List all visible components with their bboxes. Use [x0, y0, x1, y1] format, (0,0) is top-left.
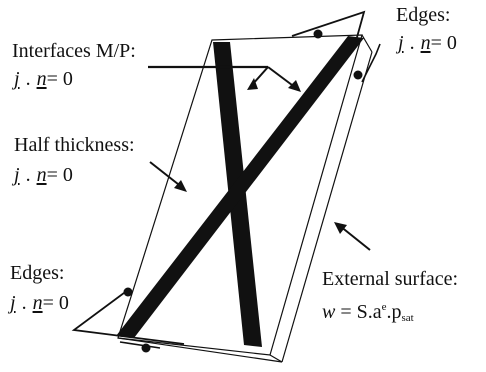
- external-surface-arrow: [339, 225, 371, 251]
- dot-operator: .: [409, 32, 415, 54]
- external-surface-arrowhead: [334, 222, 347, 234]
- dot-operator: .: [25, 68, 31, 90]
- normal-symbol: n: [36, 68, 47, 90]
- exponent-e: e: [381, 301, 387, 313]
- interfaces-label: Interfaces M/P:: [12, 40, 136, 62]
- water-content-symbol: w: [322, 301, 336, 323]
- prism-side-edge: [361, 34, 373, 53]
- flux-symbol: j: [398, 32, 404, 54]
- edge-dot-top-2: [353, 70, 363, 80]
- equation-rhs: = 0: [46, 164, 73, 186]
- edges-equation-bottom: j.n= 0: [10, 292, 69, 314]
- half-thickness-equation: j.n= 0: [14, 164, 73, 186]
- edges-label-top: Edges:: [396, 4, 451, 26]
- external-surface-label: External surface:: [322, 268, 459, 290]
- interface-band-2: [116, 36, 364, 338]
- equation-rhs: = 0: [42, 292, 69, 314]
- subscript-sat: sat: [401, 312, 414, 324]
- edge-leader-bottom: [119, 341, 161, 349]
- interface-arrow-branch-2: [267, 66, 297, 89]
- interface-arrowhead-1: [247, 78, 258, 90]
- edges-equation-top: j.n= 0: [398, 32, 457, 54]
- equation-rhs: = 0: [430, 32, 457, 54]
- edges-label-bottom: Edges:: [10, 262, 65, 284]
- normal-symbol: n: [36, 164, 47, 186]
- dot-operator: .: [25, 164, 31, 186]
- prism-side-edge: [281, 51, 373, 363]
- normal-symbol: n: [32, 292, 43, 314]
- external-surface-equation: w = S.ae.psat: [322, 296, 414, 329]
- flux-symbol: j: [14, 164, 20, 186]
- edge-flap-bottom: [71, 289, 185, 345]
- dot-operator: .: [21, 292, 27, 314]
- normal-symbol: n: [420, 32, 431, 54]
- edge-dot-bottom-2: [141, 343, 151, 353]
- external-surface-rhs: = S.a: [335, 301, 382, 323]
- flux-symbol: j: [10, 292, 16, 314]
- interface-arrowhead-2: [288, 80, 301, 92]
- pressure-symbol: .p: [386, 301, 402, 323]
- prism-bottom-edge: [117, 337, 283, 363]
- edge-leader-top: [361, 43, 381, 83]
- edge-flap-top: [291, 10, 366, 49]
- edge-dot-top-1: [313, 29, 323, 39]
- half-thickness-arrowhead: [174, 180, 187, 192]
- prism-side-edge: [269, 354, 283, 363]
- edge-dot-bottom-1: [123, 287, 133, 297]
- half-thickness-label: Half thickness:: [14, 134, 135, 156]
- half-thickness-arrow: [149, 161, 184, 189]
- interfaces-equation: j.n= 0: [14, 68, 73, 90]
- equation-rhs: = 0: [46, 68, 73, 90]
- flux-symbol: j: [14, 68, 20, 90]
